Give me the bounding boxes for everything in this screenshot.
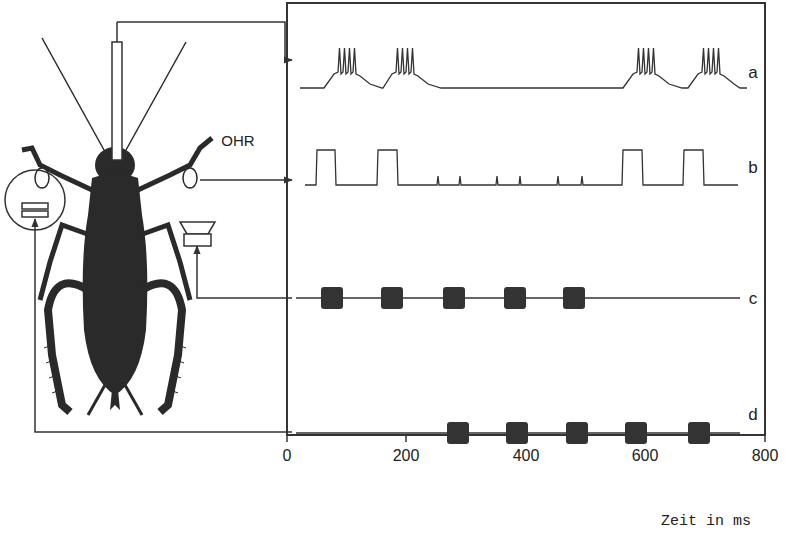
sound-pulse	[381, 287, 403, 309]
tick-label: 800	[752, 448, 779, 464]
tick-label: 0	[283, 448, 292, 464]
trace-label: b	[748, 159, 757, 176]
electrode	[112, 42, 122, 160]
sound-pulse	[688, 422, 710, 444]
sound-pulse	[443, 287, 465, 309]
sound-pulse	[563, 287, 585, 309]
recording-arrow	[117, 22, 292, 60]
speaker-left	[22, 203, 48, 217]
tick-label: 200	[393, 448, 420, 464]
trace-label: a	[748, 64, 757, 81]
trace-label: d	[748, 406, 757, 423]
ear-label: OHR	[221, 133, 254, 148]
sound-pulse	[625, 422, 647, 444]
trace-a	[300, 48, 747, 88]
trace-b	[305, 150, 738, 185]
tick-label: 400	[513, 448, 540, 464]
speaker-right	[180, 222, 215, 246]
sound-pulse	[504, 287, 526, 309]
speaker-right-line	[197, 246, 292, 298]
trace-label: c	[749, 290, 758, 307]
plot-frame	[287, 3, 765, 435]
sound-pulse	[321, 287, 343, 309]
ear-arrow	[200, 179, 292, 181]
sound-pulse	[566, 422, 588, 444]
speaker-left-line	[35, 219, 292, 432]
sound-pulse	[447, 422, 469, 444]
axis-title: Zeit in ms	[661, 514, 751, 529]
sound-pulse	[506, 422, 528, 444]
tick-label: 600	[632, 448, 659, 464]
